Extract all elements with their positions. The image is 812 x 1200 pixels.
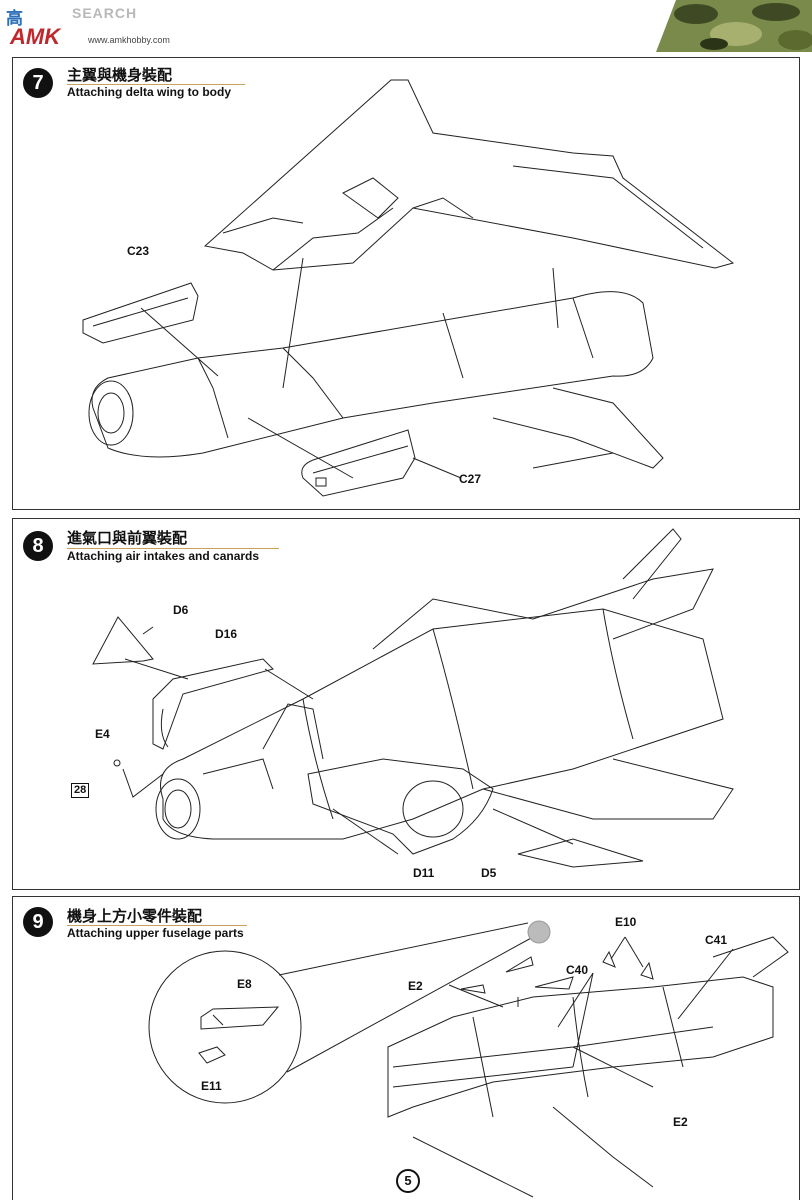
- part-label: E2: [408, 979, 423, 993]
- step-9-assembly-drawing: [13, 897, 799, 1200]
- part-label: D6: [173, 603, 189, 617]
- part-label: C40: [566, 963, 589, 977]
- part-label: D11: [413, 866, 435, 880]
- reference-box: 28: [71, 783, 90, 798]
- part-label: D16: [215, 627, 238, 641]
- brand-logo: AMK: [10, 24, 61, 49]
- step-8-panel: 8 進氣口與前翼裝配 Attaching air intakes and can…: [12, 518, 800, 890]
- part-label: E2: [673, 1115, 688, 1129]
- step-9-title-chinese: 機身上方小零件裝配: [67, 907, 203, 925]
- step-7-title-chinese: 主翼與機身裝配: [67, 66, 173, 84]
- step-9-title-underline: [67, 925, 247, 926]
- part-label: E11: [201, 1079, 222, 1093]
- step-7-number: 7: [23, 68, 53, 98]
- logo-chinese-text: 高: [6, 9, 24, 29]
- step-9-title-english: Attaching upper fuselage parts: [67, 926, 244, 940]
- part-label: E10: [615, 915, 637, 929]
- page-header: 高 SEARCH AMK www.amkhobby.com: [0, 0, 812, 56]
- step-8-title-chinese: 進氣口與前翼裝配: [67, 529, 188, 547]
- step-7-assembly-drawing: [13, 58, 799, 509]
- step-7-panel: 7 主翼與機身裝配 Attaching delta wing to body: [12, 57, 800, 510]
- step-8-title-english: Attaching air intakes and canards: [67, 549, 260, 563]
- step-7-title-underline: [67, 84, 245, 85]
- step-9-number: 9: [23, 907, 53, 937]
- step-9-panel: 9 機身上方小零件裝配 Attaching upper fuselage par…: [12, 896, 800, 1200]
- step-8-assembly-drawing: [13, 519, 799, 889]
- step-8-number: 8: [23, 531, 53, 561]
- step-7-title-english: Attaching delta wing to body: [67, 85, 231, 99]
- part-label: C41: [705, 933, 728, 947]
- camouflage-banner: [636, 0, 812, 52]
- part-label: E4: [95, 727, 110, 741]
- part-label: C23: [127, 244, 150, 258]
- part-label: D5: [481, 866, 497, 880]
- part-label: C27: [459, 472, 482, 486]
- step-8-title-underline: [67, 548, 279, 549]
- part-label: E8: [237, 977, 252, 991]
- website-url[interactable]: www.amkhobby.com: [88, 35, 170, 45]
- page-number: 5: [396, 1169, 420, 1193]
- logo-search-text: SEARCH: [72, 5, 138, 21]
